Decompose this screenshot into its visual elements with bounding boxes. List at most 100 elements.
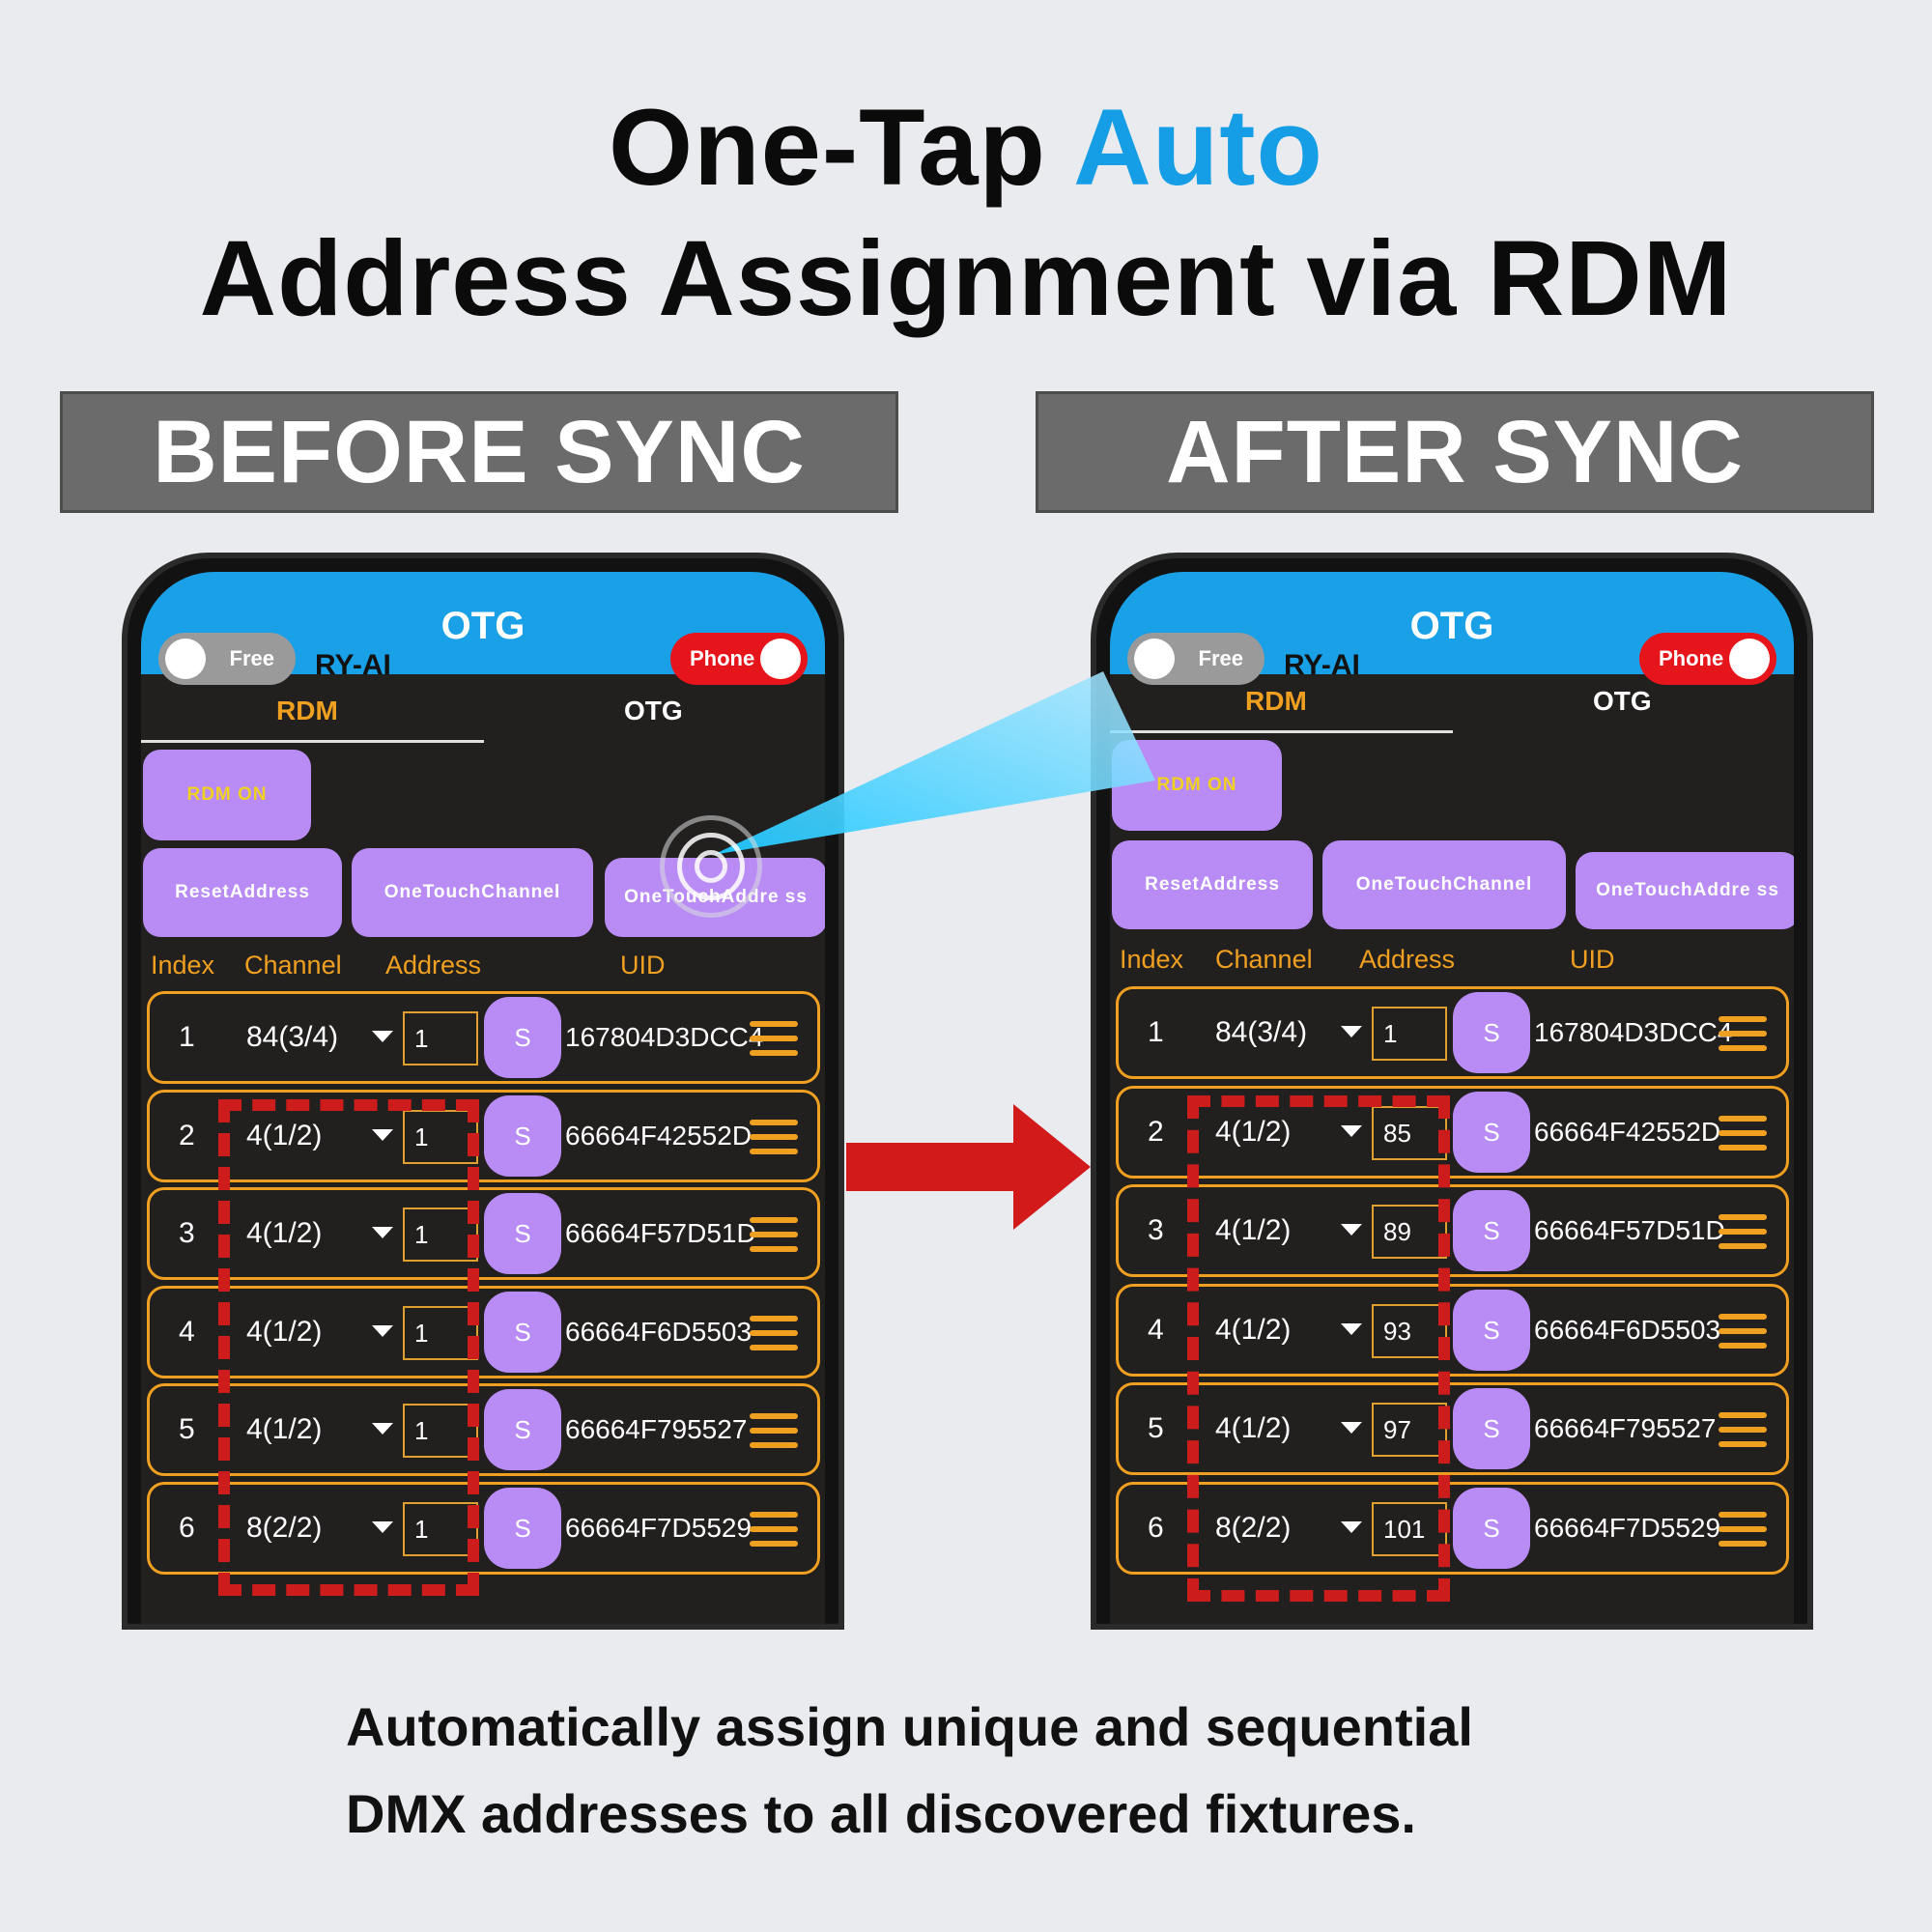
arrow-head-icon xyxy=(1013,1104,1091,1230)
phone-toggle[interactable]: Phone xyxy=(1639,633,1776,685)
row-uid: 66664F42552D xyxy=(1534,1116,1721,1147)
row-index: 6 xyxy=(1148,1511,1164,1544)
column-index: Index xyxy=(1120,945,1184,974)
address-input[interactable]: 1 xyxy=(403,1208,478,1262)
address-input[interactable]: 1 xyxy=(403,1404,478,1458)
menu-icon[interactable] xyxy=(1719,1511,1767,1555)
address-input[interactable]: 1 xyxy=(403,1305,478,1360)
chevron-down-icon[interactable] xyxy=(1341,1422,1362,1434)
column-address: Address xyxy=(385,951,482,980)
one-touch-channel-button[interactable]: OneTouchChannel xyxy=(1322,840,1566,929)
set-button[interactable]: S xyxy=(484,1094,561,1177)
row-index: 5 xyxy=(1148,1412,1164,1444)
row-uid: 167804D3DCC4 xyxy=(1534,1017,1733,1047)
set-button[interactable]: S xyxy=(484,1291,561,1373)
chevron-down-icon[interactable] xyxy=(372,1324,393,1337)
row-uid: 66664F6D5503 xyxy=(1534,1314,1721,1345)
menu-icon[interactable] xyxy=(750,1021,798,1065)
menu-icon[interactable] xyxy=(750,1413,798,1457)
row-channel: 4(1/2) xyxy=(246,1217,323,1249)
menu-icon[interactable] xyxy=(1719,1313,1767,1357)
chevron-down-icon[interactable] xyxy=(372,1031,393,1042)
address-input[interactable]: 1 xyxy=(1372,1007,1447,1061)
menu-icon[interactable] xyxy=(1719,1016,1767,1060)
menu-icon[interactable] xyxy=(750,1217,798,1261)
phone-toggle[interactable]: Phone xyxy=(670,633,808,685)
free-toggle[interactable]: Free xyxy=(158,633,296,685)
menu-icon[interactable] xyxy=(750,1119,798,1163)
menu-icon[interactable] xyxy=(750,1511,798,1555)
headline-accent: Auto xyxy=(1072,87,1323,208)
address-input[interactable]: 85 xyxy=(1372,1105,1447,1160)
chevron-down-icon[interactable] xyxy=(1341,1124,1362,1137)
one-touch-channel-button[interactable]: OneTouchChannel xyxy=(352,848,593,937)
chevron-down-icon[interactable] xyxy=(372,1128,393,1141)
device-name: RY-AI xyxy=(315,649,391,681)
row-uid: 167804D3DCC4 xyxy=(565,1022,764,1052)
chevron-down-icon[interactable] xyxy=(372,1520,393,1533)
before-sync-banner: BEFORE SYNC xyxy=(60,391,898,513)
menu-icon[interactable] xyxy=(1719,1115,1767,1159)
row-channel: 4(1/2) xyxy=(1215,1214,1292,1246)
chevron-down-icon[interactable] xyxy=(1341,1026,1362,1037)
chevron-down-icon[interactable] xyxy=(372,1423,393,1435)
menu-icon[interactable] xyxy=(750,1315,798,1359)
tab-rdm[interactable]: RDM xyxy=(1245,686,1307,716)
chevron-down-icon[interactable] xyxy=(1341,1520,1362,1533)
chevron-down-icon[interactable] xyxy=(1341,1322,1362,1335)
tab-bar: RDM OTG xyxy=(141,674,825,743)
one-touch-address-button[interactable]: OneTouchAddre ss xyxy=(1576,852,1794,929)
set-button[interactable]: S xyxy=(1453,1388,1530,1469)
toggle-knob xyxy=(1729,639,1770,679)
app-screen-after: OTG Free RY-AI Phone RDM OTG RDM ON Rese… xyxy=(1110,572,1794,1624)
reset-address-button[interactable]: ResetAddress xyxy=(1112,840,1313,929)
chevron-down-icon[interactable] xyxy=(1341,1224,1362,1236)
address-input[interactable]: 93 xyxy=(1372,1303,1447,1358)
free-toggle[interactable]: Free xyxy=(1127,633,1264,685)
set-button[interactable]: S xyxy=(1453,992,1530,1073)
tab-otg[interactable]: OTG xyxy=(624,696,683,725)
set-button[interactable]: S xyxy=(484,997,561,1078)
tab-rdm[interactable]: RDM xyxy=(276,696,338,725)
column-address: Address xyxy=(1359,945,1456,974)
address-input[interactable]: 97 xyxy=(1372,1403,1447,1457)
rdm-on-button[interactable]: RDM ON xyxy=(143,750,311,840)
set-button[interactable]: S xyxy=(1453,1190,1530,1271)
menu-icon[interactable] xyxy=(1719,1412,1767,1456)
row-uid: 66664F57D51D xyxy=(565,1218,756,1248)
address-input[interactable]: 1 xyxy=(403,1501,478,1556)
address-input[interactable]: 1 xyxy=(403,1109,478,1164)
address-input[interactable]: 1 xyxy=(403,1011,478,1065)
set-button[interactable]: S xyxy=(1453,1289,1530,1371)
tab-otg[interactable]: OTG xyxy=(1593,686,1652,716)
address-input[interactable]: 89 xyxy=(1372,1205,1447,1259)
column-channel: Channel xyxy=(1215,945,1313,974)
free-toggle-label: Free xyxy=(229,646,274,670)
row-uid: 66664F795527 xyxy=(565,1414,748,1444)
set-button[interactable]: S xyxy=(484,1487,561,1569)
address-input[interactable]: 101 xyxy=(1372,1501,1447,1556)
reset-address-button[interactable]: ResetAddress xyxy=(143,848,342,937)
set-button[interactable]: S xyxy=(484,1193,561,1274)
tap-ring-outer xyxy=(660,815,762,918)
caption-line-1: Automatically assign unique and sequenti… xyxy=(346,1696,1473,1757)
rdm-on-button[interactable]: RDM ON xyxy=(1112,740,1282,831)
set-button[interactable]: S xyxy=(484,1389,561,1470)
set-button[interactable]: S xyxy=(1453,1487,1530,1569)
menu-icon[interactable] xyxy=(1719,1214,1767,1258)
chevron-down-icon[interactable] xyxy=(372,1227,393,1238)
row-channel: 4(1/2) xyxy=(1215,1412,1292,1444)
set-button[interactable]: S xyxy=(1453,1091,1530,1173)
